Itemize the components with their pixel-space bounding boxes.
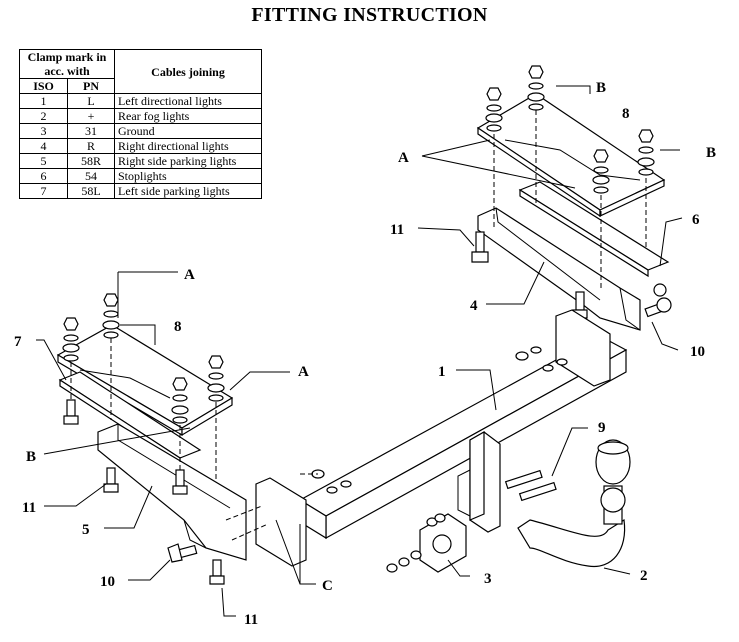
bolt-left-vertical-2 bbox=[172, 469, 188, 495]
label-b-left: B bbox=[26, 449, 36, 465]
label-b-top-left: B bbox=[596, 80, 606, 96]
bolts-9 bbox=[504, 469, 557, 502]
table-subheader-row: ISO PN bbox=[18, 78, 262, 94]
label-c: C bbox=[322, 578, 333, 594]
bolt-left-vertical-1 bbox=[63, 399, 79, 425]
iso-cell: 4 bbox=[18, 138, 69, 154]
label-a-left: A bbox=[184, 267, 195, 283]
cable-joining-table: Clamp mark in acc. with Cables joining I… bbox=[18, 49, 262, 199]
bolt-10-bottom bbox=[167, 543, 198, 563]
clamp-mark-header: Clamp mark in acc. with bbox=[19, 49, 115, 79]
label-a-top: A bbox=[398, 150, 409, 166]
bolt-stack-left-3 bbox=[171, 377, 189, 424]
table-row: 4 R Right directional lights bbox=[18, 138, 262, 154]
bolt-stack-left-2 bbox=[62, 317, 80, 362]
label-10-bottom: 10 bbox=[100, 574, 115, 590]
bolt-stack-top-1 bbox=[527, 65, 545, 111]
label-4: 4 bbox=[470, 298, 478, 314]
label-11-left: 11 bbox=[22, 500, 36, 516]
table-row: 5 58R Right side parking lights bbox=[18, 153, 262, 169]
label-8-left: 8 bbox=[174, 319, 182, 335]
label-a-right: A bbox=[298, 364, 309, 380]
bolt-stack-top-3 bbox=[592, 149, 610, 194]
label-1: 1 bbox=[438, 364, 446, 380]
tow-ball-2 bbox=[517, 439, 631, 568]
table-row: 7 58L Left side parking lights bbox=[18, 183, 262, 199]
bolt-11-top bbox=[471, 231, 489, 263]
cable-cell: Right side parking lights bbox=[114, 153, 262, 169]
top-mounting-plate-8 bbox=[476, 93, 666, 218]
top-side-bracket-4 bbox=[477, 207, 641, 331]
bolt-stack-top-2 bbox=[485, 87, 503, 132]
pn-cell: 58R bbox=[67, 153, 115, 169]
label-11-top: 11 bbox=[390, 222, 404, 238]
cable-cell: Right directional lights bbox=[114, 138, 262, 154]
table-row: 2 + Rear fog lights bbox=[18, 108, 262, 124]
page-title: FITTING INSTRUCTION bbox=[251, 4, 488, 26]
iso-cell: 7 bbox=[18, 183, 69, 199]
label-10-right: 10 bbox=[690, 344, 705, 360]
label-3: 3 bbox=[484, 571, 492, 587]
socket-plate-3 bbox=[386, 513, 467, 573]
left-mounting-plate-8 bbox=[56, 324, 234, 437]
label-11-bottom: 11 bbox=[244, 612, 258, 628]
label-2: 2 bbox=[640, 568, 648, 584]
top-spacer-plate-6 bbox=[518, 181, 670, 278]
label-b-top-right: B bbox=[706, 145, 716, 161]
label-6: 6 bbox=[692, 212, 700, 228]
pn-header: PN bbox=[67, 78, 115, 94]
bolt-10-top-right bbox=[644, 283, 672, 318]
label-5: 5 bbox=[82, 522, 90, 538]
crossbar-bolts-right bbox=[515, 346, 568, 372]
label-7: 7 bbox=[14, 334, 22, 350]
bolt-11-bottom bbox=[209, 559, 225, 585]
cable-cell: Left side parking lights bbox=[114, 183, 262, 199]
label-8-top: 8 bbox=[622, 106, 630, 122]
bolt-stack-left-1 bbox=[102, 293, 120, 339]
label-9: 9 bbox=[598, 420, 606, 436]
bolt-11-left bbox=[103, 467, 119, 493]
main-crossbar-1 bbox=[255, 309, 628, 567]
bolt-stack-top-4 bbox=[637, 129, 655, 176]
table-row: 6 54 Stoplights bbox=[18, 168, 262, 184]
cable-cell: Rear fog lights bbox=[114, 108, 262, 124]
bolt-stack-left-4 bbox=[207, 355, 225, 402]
